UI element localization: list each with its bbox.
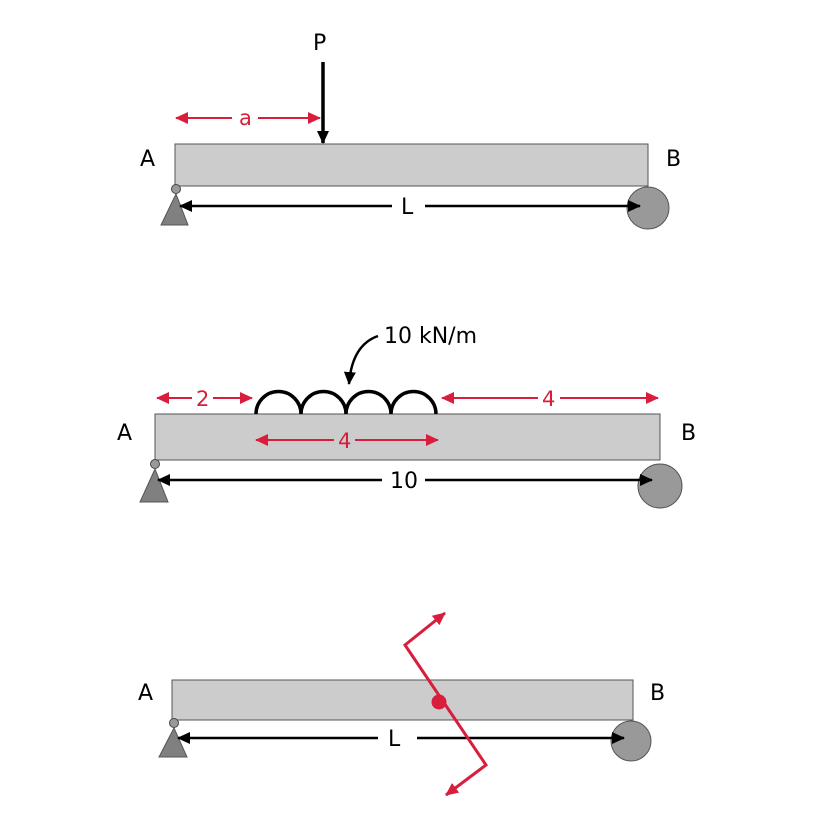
beam [171,679,634,721]
load-label: P [313,31,326,56]
label-b: B [681,421,696,446]
label-a: A [140,147,155,172]
right-gap-label: 4 [542,387,555,411]
load-pointer-arrow [343,334,379,385]
label-a: A [117,421,132,446]
span-label: 10 [390,469,418,494]
diagram-distributed-load: A B 10 kN/m 2 4 4 10 [117,324,696,509]
diagram-moment: A B L [138,611,665,797]
left-gap-label: 2 [196,387,209,411]
load-length-label: 4 [338,429,351,453]
pin-support-icon [139,467,169,503]
pin-support-icon [158,726,188,758]
pin-icon [169,718,179,728]
diagram-point-load: A B P a L [140,31,681,230]
beam [174,143,649,187]
label-b: B [650,681,665,706]
roller-support-icon [637,463,683,509]
beam [154,413,661,461]
roller-support-icon [626,186,670,230]
dimension-a-label: a [239,106,252,130]
pin-icon [171,184,181,194]
span-label: L [401,195,414,220]
pin-icon [150,459,160,469]
moment-point-icon [431,694,447,710]
pin-support-icon [160,192,189,226]
distributed-load-icon [254,389,438,415]
label-a: A [138,681,153,706]
span-label: L [388,727,401,752]
load-label: 10 kN/m [384,324,477,349]
label-b: B [666,147,681,172]
roller-support-icon [610,720,652,762]
